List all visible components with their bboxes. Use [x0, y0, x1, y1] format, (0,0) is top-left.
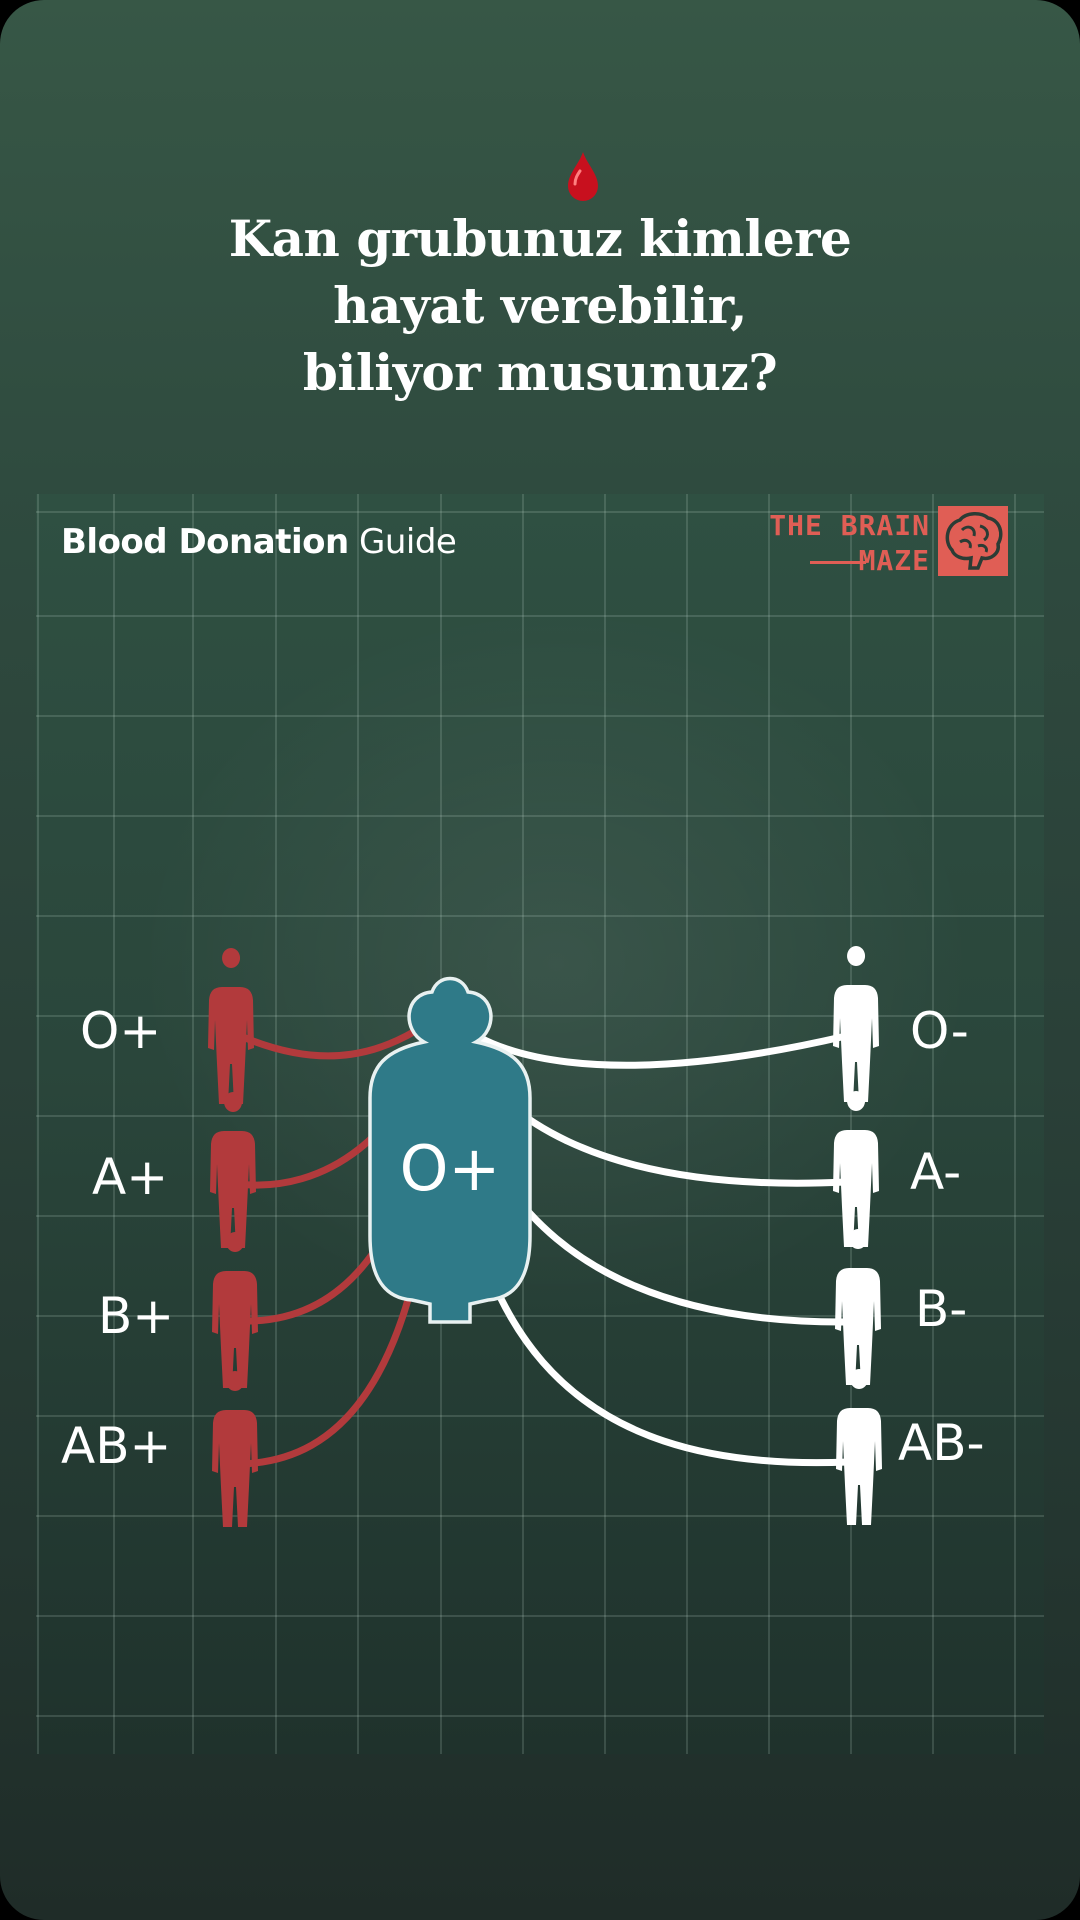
recipient-people — [208, 946, 882, 1527]
blood-drop-icon — [568, 152, 598, 201]
left-recipient-person-icon-4 — [212, 1371, 258, 1527]
brain-maze-icon — [938, 506, 1008, 576]
headline-line-3: biliyor musunuz? — [302, 343, 778, 402]
left-recipient-person-icon-2 — [210, 1092, 256, 1248]
right-recipient-person-icon-3 — [835, 1229, 881, 1385]
headline-line-1: Kan grubunuz kimlere — [228, 209, 852, 268]
right-recipient-person-icon-2 — [833, 1091, 879, 1247]
right-group-label-2: A- — [910, 1143, 962, 1201]
guide-title: Blood Donation Guide — [61, 522, 457, 562]
right-group-label-4: AB- — [898, 1414, 985, 1472]
left-recipient-person-icon-1 — [208, 948, 254, 1104]
right-recipient-person-icon-4 — [836, 1369, 882, 1525]
left-recipient-person-icon-3 — [212, 1232, 258, 1388]
donor-type-label: O+ — [400, 1132, 501, 1205]
logo-line-2: MAZE — [858, 544, 930, 577]
compatibility-diagram: O+ — [208, 946, 882, 1527]
guide-title-bold: Blood Donation — [61, 522, 349, 562]
right-group-label-3: B- — [915, 1280, 968, 1338]
blood-bag: O+ — [368, 976, 532, 1324]
headline: Kan grubunuz kimlere hayat verebilir, bi… — [0, 205, 1080, 406]
right-recipient-person-icon-1 — [833, 946, 879, 1102]
logo-line-1: THE BRAIN — [769, 509, 930, 542]
right-group-label-1: O- — [910, 1002, 969, 1060]
left-group-label-3: B+ — [98, 1287, 175, 1345]
left-group-label-1: O+ — [80, 1002, 162, 1060]
blood-donation-guide: Blood Donation Guide THE BRAIN MAZE O+ O… — [36, 494, 1044, 1754]
blood-bag-icon — [368, 976, 532, 1324]
brand-logo: THE BRAIN MAZE — [769, 504, 1020, 580]
logo-dash — [810, 561, 866, 564]
headline-line-2: hayat verebilir, — [333, 276, 747, 335]
left-group-label-4: AB+ — [61, 1417, 172, 1475]
guide-title-regular: Guide — [358, 522, 457, 562]
left-group-label-2: A+ — [92, 1148, 169, 1206]
